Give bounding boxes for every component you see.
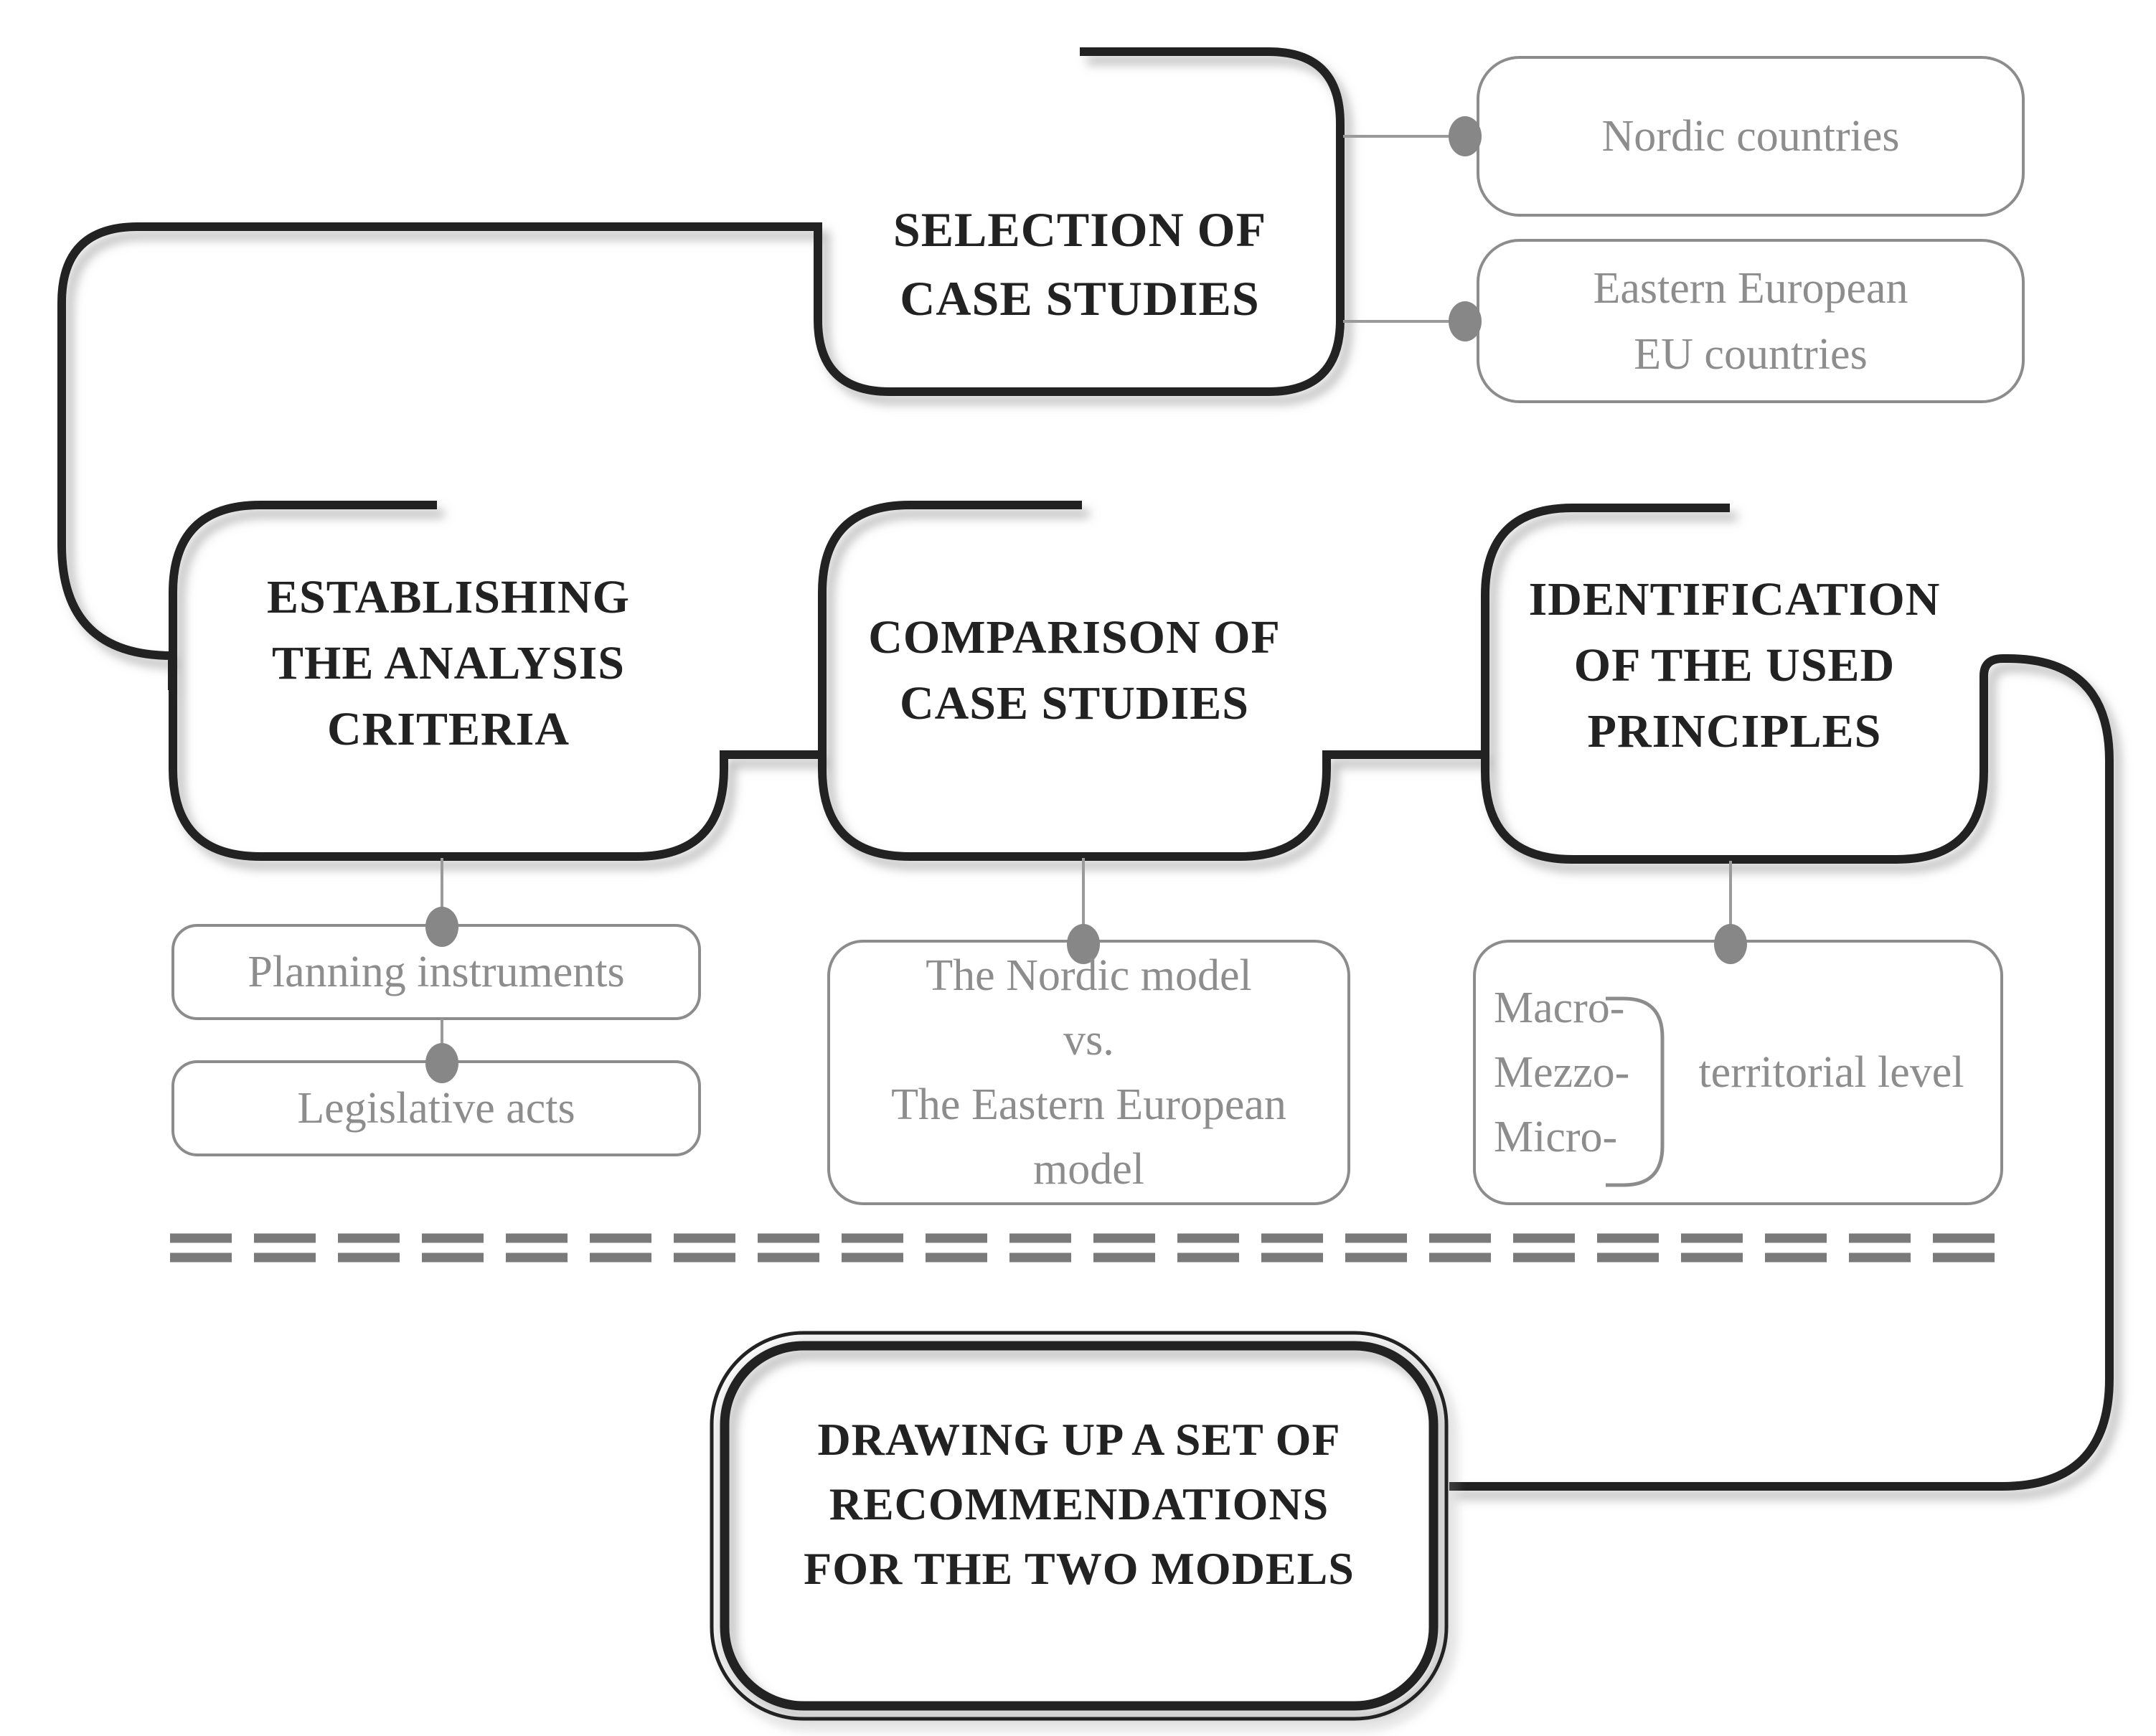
dot-nordic (1449, 116, 1482, 156)
recommendations-inner-border (720, 1341, 1439, 1711)
eastern-box (1477, 239, 2025, 403)
brace-shape (1606, 996, 1665, 1187)
identification-box-and-connector (1449, 504, 2114, 1491)
dot-legislative (425, 1043, 458, 1083)
selection-box-and-connector (57, 47, 1345, 690)
models-box (827, 940, 1350, 1205)
territorial-box (1473, 940, 2003, 1205)
dot-eastern (1449, 301, 1482, 341)
establishing-box-and-connector (169, 501, 822, 861)
dot-models (1067, 924, 1100, 964)
recommendations-outer-border (710, 1331, 1449, 1721)
nordic-box (1477, 56, 2025, 217)
dot-territorial (1714, 924, 1747, 964)
dot-planning (425, 907, 458, 947)
comparison-box-and-connector (818, 501, 1486, 861)
